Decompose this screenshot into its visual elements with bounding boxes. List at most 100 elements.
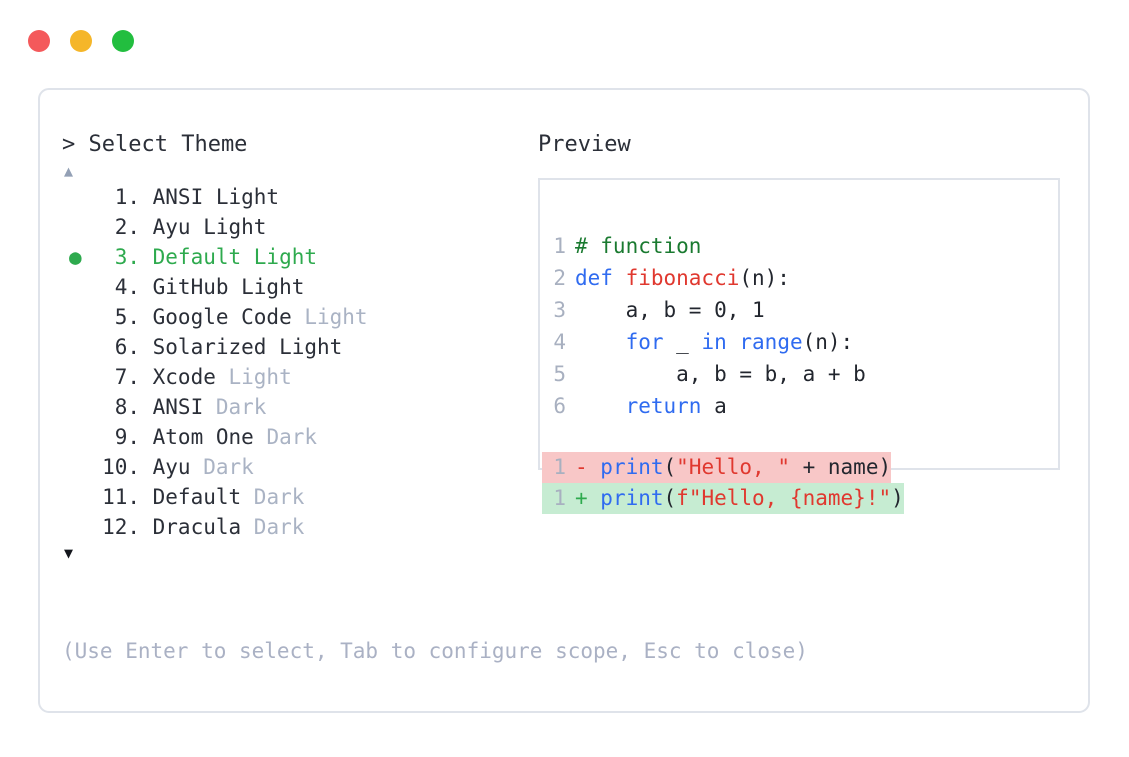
- window-traffic-lights: [28, 30, 134, 52]
- theme-list-item[interactable]: 11. Default Dark: [62, 482, 522, 512]
- theme-item-name: Xcode: [140, 365, 216, 389]
- code-token: fibonacci: [625, 266, 740, 290]
- code-token: a, b = 0, 1: [575, 298, 765, 322]
- diff-line-del: 1- print("Hello, " + name): [542, 452, 1058, 483]
- theme-item-index: 12.: [102, 515, 140, 539]
- code-token: print: [600, 486, 664, 510]
- code-token: (n):: [802, 330, 854, 354]
- preview-column: Preview: [538, 130, 631, 160]
- theme-list-item[interactable]: 5. Google Code Light: [62, 302, 522, 332]
- theme-item-name: Ayu: [140, 455, 191, 479]
- line-number: 4: [553, 330, 566, 354]
- theme-item-index: 4.: [114, 275, 140, 299]
- diff-lines: 1- print("Hello, " + name)1+ print(f"Hel…: [542, 452, 1058, 514]
- line-number: 1: [553, 455, 566, 479]
- line-number: 6: [553, 394, 566, 418]
- theme-list-item[interactable]: 12. Dracula Dark: [62, 512, 522, 542]
- code-line: 3 a, b = 0, 1: [542, 294, 1058, 326]
- code-token: (: [663, 455, 677, 479]
- code-token: [575, 330, 626, 354]
- preview-label: Preview: [538, 132, 631, 157]
- theme-list-item[interactable]: 2. Ayu Light: [62, 212, 522, 242]
- code-token: a: [701, 394, 727, 418]
- theme-item-name: Ayu Light: [140, 215, 267, 239]
- code-token: a, b = b, a + b: [575, 362, 866, 386]
- code-token: for: [625, 330, 664, 354]
- line-number: 5: [553, 362, 566, 386]
- diff-line-content: 1 + print(f"Hello, {name}!"): [542, 483, 904, 514]
- theme-item-index: 11.: [102, 485, 140, 509]
- theme-list-item[interactable]: 1. ANSI Light: [62, 182, 522, 212]
- code-line: 1 # function: [542, 230, 1058, 262]
- theme-item-index: 1.: [114, 185, 140, 209]
- theme-item-index: 8.: [114, 395, 140, 419]
- theme-item-variant: Dark: [253, 425, 318, 449]
- code-token: print: [600, 455, 664, 479]
- theme-item-name: Dracula: [140, 515, 242, 539]
- theme-item-name: GitHub Light: [140, 275, 305, 299]
- theme-item-variant: Dark: [190, 455, 254, 479]
- code-token: "Hello, ": [676, 455, 790, 479]
- diff-sign: +: [575, 486, 601, 510]
- line-number: 1: [553, 486, 566, 510]
- code-token: return: [625, 394, 702, 418]
- line-number: 2: [553, 266, 566, 290]
- theme-list-item[interactable]: 4. GitHub Light: [62, 272, 522, 302]
- keyboard-hint-text: (Use Enter to select, Tab to configure s…: [62, 639, 808, 663]
- code-line: 2 def fibonacci(n):: [542, 262, 1058, 294]
- theme-item-variant: Dark: [203, 395, 267, 419]
- code-token: + name): [789, 455, 892, 479]
- theme-item-name: Solarized Light: [140, 335, 343, 359]
- code-token: (: [663, 486, 677, 510]
- theme-item-variant: Dark: [241, 515, 305, 539]
- theme-list-item[interactable]: 9. Atom One Dark: [62, 422, 522, 452]
- theme-list-item[interactable]: 7. Xcode Light: [62, 362, 522, 392]
- theme-item-name: Default: [140, 485, 242, 509]
- code-token: ): [891, 486, 904, 510]
- minimize-window-button[interactable]: [70, 30, 92, 52]
- theme-item-index: 3.: [114, 245, 140, 269]
- theme-item-index: 10.: [102, 455, 140, 479]
- theme-item-name: Atom One: [140, 425, 254, 449]
- theme-list-item[interactable]: 10. Ayu Dark: [62, 452, 522, 482]
- theme-item-variant: Light: [215, 365, 292, 389]
- select-theme-prompt: > Select Theme: [62, 132, 248, 157]
- diff-sign: -: [575, 455, 601, 479]
- diff-line-content: 1- print("Hello, " + name): [542, 452, 892, 483]
- diff-line-add: 1 + print(f"Hello, {name}!"): [542, 483, 1058, 514]
- theme-item-index: 5.: [114, 305, 140, 329]
- theme-list-item[interactable]: 8. ANSI Dark: [62, 392, 522, 422]
- code-spacer: [542, 422, 1058, 452]
- theme-item-index: 7.: [114, 365, 140, 389]
- theme-item-name: ANSI Light: [140, 185, 280, 209]
- line-number: 1: [553, 234, 566, 258]
- code-token: f"Hello, {name}!": [676, 486, 892, 510]
- code-token: [575, 394, 626, 418]
- theme-item-index: 2.: [114, 215, 140, 239]
- theme-item-variant: Light: [291, 305, 368, 329]
- close-window-button[interactable]: [28, 30, 50, 52]
- code-token: in: [701, 330, 740, 354]
- scroll-up-icon[interactable]: ▲: [64, 162, 74, 180]
- theme-item-variant: Dark: [241, 485, 305, 509]
- code-token: # function: [575, 234, 702, 258]
- maximize-window-button[interactable]: [112, 30, 134, 52]
- selected-bullet-icon: ●: [69, 245, 82, 269]
- code-token: _: [663, 330, 702, 354]
- scroll-down-icon[interactable]: ▼: [64, 544, 74, 562]
- code-token: (n):: [739, 266, 790, 290]
- code-line: 5 a, b = b, a + b: [542, 358, 1058, 390]
- code-line: 6 return a: [542, 390, 1058, 422]
- theme-item-index: 9.: [114, 425, 140, 449]
- theme-list-item[interactable]: ●3. Default Light: [62, 242, 522, 272]
- theme-list-item[interactable]: 6. Solarized Light: [62, 332, 522, 362]
- theme-item-index: 6.: [114, 335, 140, 359]
- theme-item-name: ANSI: [140, 395, 204, 419]
- code-token: def: [575, 266, 626, 290]
- code-line: 4 for _ in range(n):: [542, 326, 1058, 358]
